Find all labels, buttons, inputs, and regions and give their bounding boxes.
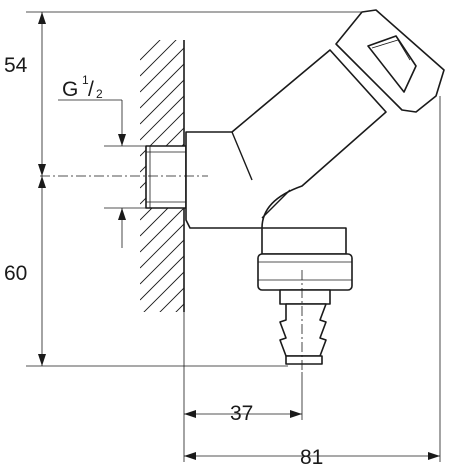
threaded-connector xyxy=(145,145,187,209)
thread-indicator xyxy=(58,99,126,248)
hose-outlet xyxy=(257,227,353,365)
center-lines xyxy=(40,175,303,372)
dimension-thread-slash: / xyxy=(88,78,94,101)
extension-lines xyxy=(26,11,441,462)
handle-cap xyxy=(335,9,445,113)
dimension-top-height: 54 xyxy=(4,54,28,77)
dimension-thread-denominator: 2 xyxy=(96,87,103,101)
dimension-outlet-offset: 37 xyxy=(230,402,253,425)
dimension-thread-letter: G xyxy=(62,78,78,101)
horizontal-dimensions xyxy=(184,410,440,460)
valve-body xyxy=(185,49,387,229)
vertical-dimensions xyxy=(38,12,46,366)
dimension-thread-numerator: 1 xyxy=(82,73,89,87)
dimension-bottom-height: 60 xyxy=(4,262,27,285)
dimension-total-depth: 81 xyxy=(300,446,323,469)
